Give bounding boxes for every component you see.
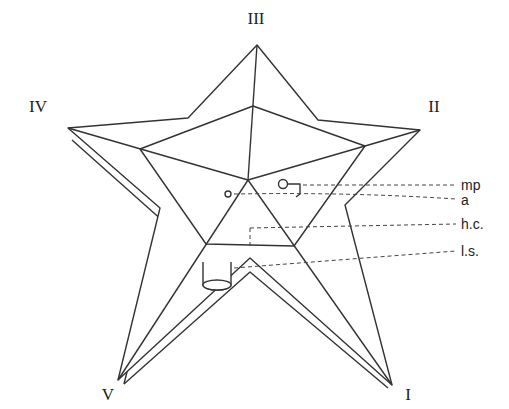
cylinder: [203, 262, 231, 290]
madreporite-stem: [288, 184, 300, 197]
part-label: a: [461, 193, 469, 207]
leader-line: [250, 228, 251, 246]
leader-line: [234, 251, 456, 268]
arm-ridge: [248, 180, 392, 385]
leader-line: [234, 194, 456, 199]
arm-ridge: [68, 128, 248, 180]
cylinder-end: [203, 280, 231, 290]
arm-number: II: [428, 98, 439, 115]
leader-line: [303, 185, 456, 186]
arm-number: IV: [29, 98, 47, 115]
arm-ridge: [118, 180, 248, 380]
disc-outline: [140, 106, 365, 246]
part-label: mp: [461, 178, 480, 192]
anus: [225, 191, 231, 197]
arm-ridge: [248, 45, 257, 180]
starfish-outline: [68, 45, 420, 385]
leader-line: [250, 224, 456, 228]
arm-number: III: [248, 10, 265, 27]
arm-number: I: [405, 386, 411, 403]
part-label: h.c.: [461, 217, 484, 231]
arm-ridge: [248, 130, 420, 180]
madreporite: [279, 180, 288, 189]
arm-number: V: [102, 386, 114, 403]
part-label: l.s.: [461, 244, 479, 258]
